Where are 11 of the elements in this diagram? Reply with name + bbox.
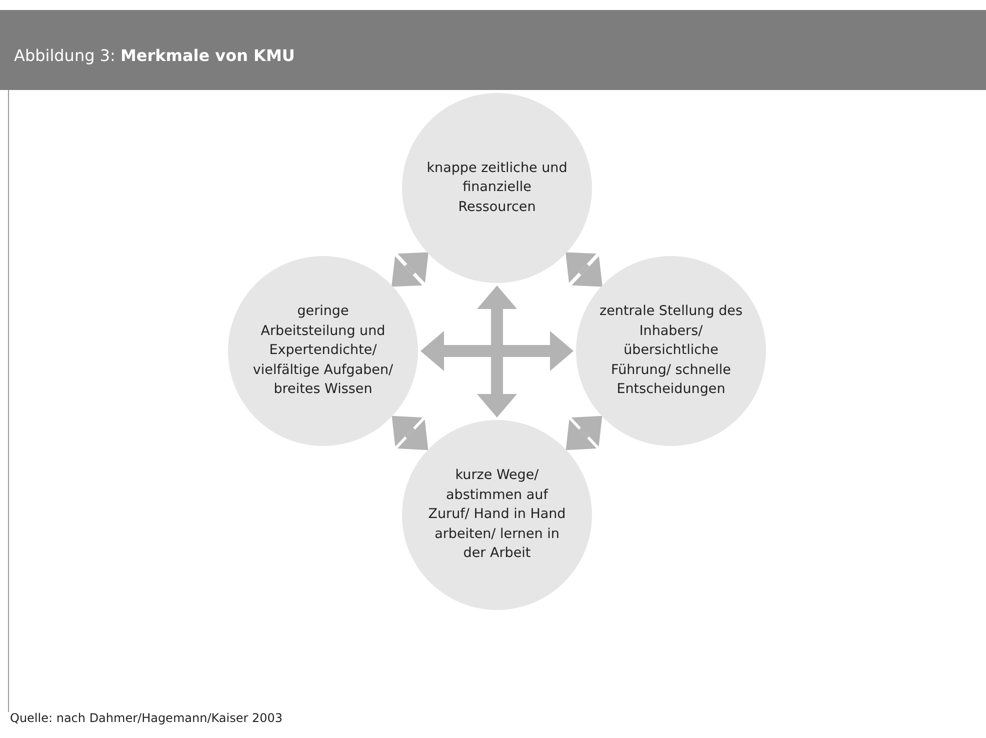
- double-arrow: [566, 252, 602, 287]
- circle-text: kurze Wege/ abstimmen auf Zuruf/ Hand in Hand arbeiten/ lernen in der Arbeit: [427, 466, 567, 564]
- double-arrow: [566, 416, 602, 450]
- circle-text: knappe zeitliche und finanzielle Ressourcen: [426, 158, 568, 217]
- double-arrow: [477, 285, 517, 418]
- double-arrow: [420, 331, 574, 371]
- source-caption: Quelle: nach Dahmer/Hagemann/Kaiser 2003: [10, 711, 283, 725]
- figure-title: Abbildung 3: Merkmale von KMU: [14, 46, 295, 65]
- double-arrow: [392, 252, 428, 287]
- circle-text: geringe Arbeitsteilung und Expertendichte/ vielfältige Aufgaben/ breites Wissen: [252, 302, 394, 400]
- circle-text: zentrale Stellung des Inhabers/ übersichtliche Führung/ schnelle Entscheidungen: [598, 302, 744, 400]
